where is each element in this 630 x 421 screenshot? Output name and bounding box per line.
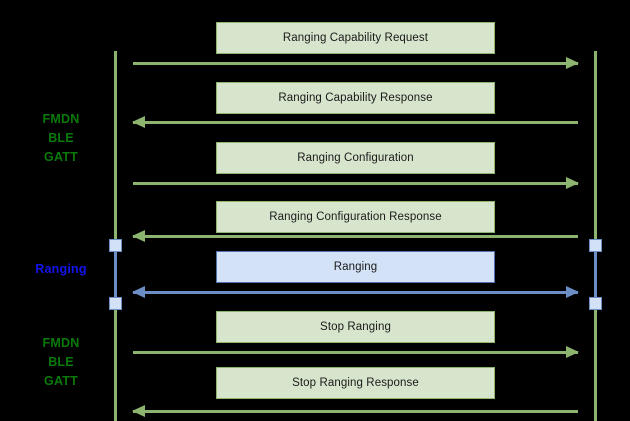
message-box-ranging-configuration-response[interactable]: Ranging Configuration Response (216, 201, 495, 233)
phase-label-fmdn-top: FMDN BLE GATT (28, 110, 94, 167)
arrowhead-right-icon (566, 346, 579, 358)
message-box-stop-ranging-response[interactable]: Stop Ranging Response (216, 367, 495, 399)
arrowhead-left-icon (132, 405, 145, 417)
arrow-shaft (133, 182, 578, 185)
message-box-ranging-configuration[interactable]: Ranging Configuration (216, 142, 495, 174)
arrow-shaft (133, 291, 578, 294)
activation-node-right-top[interactable] (589, 239, 602, 252)
phase-label-line: GATT (44, 150, 78, 164)
message-box-ranging-capability-request[interactable]: Ranging Capability Request (216, 22, 495, 54)
message-box-stop-ranging[interactable]: Stop Ranging (216, 311, 495, 343)
arrowhead-right-icon (566, 286, 579, 298)
lifeline-right (594, 51, 597, 421)
activation-node-right-bottom[interactable] (589, 297, 602, 310)
arrowhead-right-icon (566, 177, 579, 189)
message-arrow-ranging-configuration[interactable] (133, 177, 579, 189)
message-arrow-ranging-bidirectional[interactable] (132, 286, 579, 298)
activation-line-left (114, 245, 117, 303)
message-box-ranging[interactable]: Ranging (216, 251, 495, 283)
message-arrow-ranging-configuration-response[interactable] (132, 230, 578, 242)
arrow-shaft (133, 410, 578, 413)
phase-label-line: GATT (44, 374, 78, 388)
activation-node-left-top[interactable] (109, 239, 122, 252)
arrow-shaft (133, 121, 578, 124)
phase-label-ranging: Ranging (28, 260, 94, 279)
arrow-shaft (133, 351, 578, 354)
phase-label-line: FMDN (42, 336, 80, 350)
lifeline-left (114, 51, 117, 421)
activation-node-left-bottom[interactable] (109, 297, 122, 310)
arrowhead-left-icon (132, 230, 145, 242)
phase-label-fmdn-bottom: FMDN BLE GATT (28, 334, 94, 391)
message-arrow-ranging-capability-response[interactable] (132, 116, 578, 128)
phase-label-line: FMDN (42, 112, 80, 126)
message-arrow-ranging-capability-request[interactable] (133, 57, 579, 69)
arrow-shaft (133, 62, 578, 65)
arrowhead-right-icon (566, 57, 579, 69)
phase-label-line: BLE (48, 355, 74, 369)
arrowhead-left-icon (132, 286, 145, 298)
message-box-ranging-capability-response[interactable]: Ranging Capability Response (216, 82, 495, 114)
message-arrow-stop-ranging-response[interactable] (132, 405, 578, 417)
arrowhead-left-icon (132, 116, 145, 128)
arrow-shaft (133, 235, 578, 238)
phase-label-line: Ranging (35, 262, 87, 276)
message-arrow-stop-ranging[interactable] (133, 346, 579, 358)
phase-label-line: BLE (48, 131, 74, 145)
activation-line-right (594, 245, 597, 303)
